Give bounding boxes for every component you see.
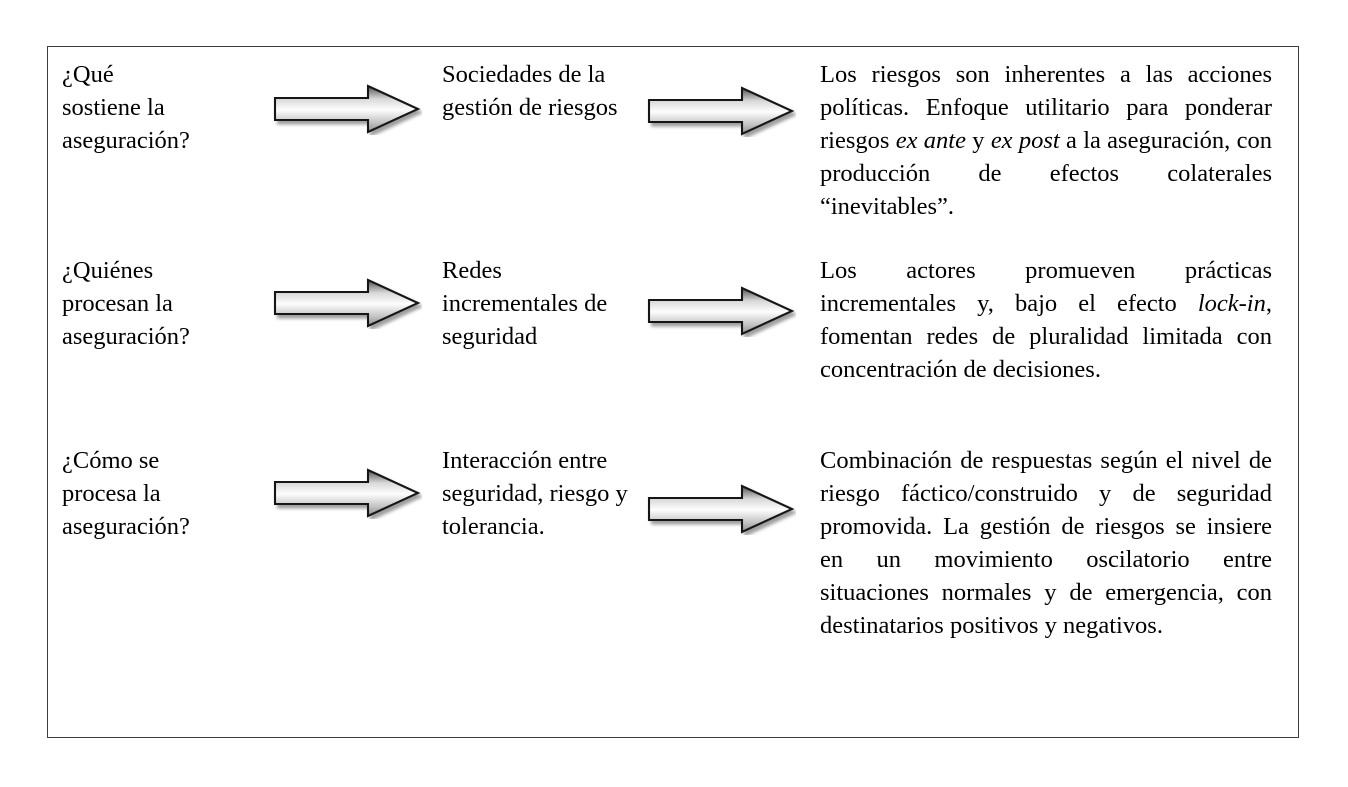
answer-cell: Los actores promueven prácticas incremen…: [820, 255, 1272, 387]
middle-cell: Interacción entre seguridad, riesgo y to…: [442, 445, 642, 544]
right-block-arrow-icon: [646, 483, 796, 535]
diagram-frame: ¿Qué sostiene la aseguración?: [47, 46, 1299, 738]
right-block-arrow-icon: [272, 83, 422, 135]
answer-text: Los actores promueven prácticas incremen…: [820, 257, 1272, 383]
question-text: ¿Cómo se procesa la aseguración?: [62, 447, 190, 540]
question-cell: ¿Cómo se procesa la aseguración?: [62, 445, 270, 544]
middle-text: Sociedades de la gestión de riesgos: [442, 61, 618, 121]
right-block-arrow-icon: [272, 277, 422, 329]
diagram-rows: ¿Qué sostiene la aseguración?: [48, 47, 1298, 737]
right-block-arrow-icon: [646, 85, 796, 137]
middle-text: Redes incrementales de seguridad: [442, 257, 608, 350]
answer-text: Los riesgos son inherentes a las accione…: [820, 61, 1272, 220]
middle-text: Interacción entre seguridad, riesgo y to…: [442, 447, 628, 540]
question-text: ¿Qué sostiene la aseguración?: [62, 61, 190, 154]
question-cell: ¿Quiénes procesan la aseguración?: [62, 255, 270, 354]
middle-cell: Sociedades de la gestión de riesgos: [442, 59, 642, 125]
answer-text: Combinación de respuestas según el nivel…: [820, 447, 1272, 639]
question-cell: ¿Qué sostiene la aseguración?: [62, 59, 270, 158]
question-text: ¿Quiénes procesan la aseguración?: [62, 257, 190, 350]
answer-cell: Los riesgos son inherentes a las accione…: [820, 59, 1272, 224]
diagram-row: ¿Quiénes procesan la aseguración? Redes …: [48, 255, 1298, 387]
diagram-row: ¿Cómo se procesa la aseguración? Interac…: [48, 445, 1298, 643]
right-block-arrow-icon: [272, 467, 422, 519]
diagram-row: ¿Qué sostiene la aseguración?: [48, 59, 1298, 224]
answer-cell: Combinación de respuestas según el nivel…: [820, 445, 1272, 643]
right-block-arrow-icon: [646, 285, 796, 337]
middle-cell: Redes incrementales de seguridad: [442, 255, 642, 354]
